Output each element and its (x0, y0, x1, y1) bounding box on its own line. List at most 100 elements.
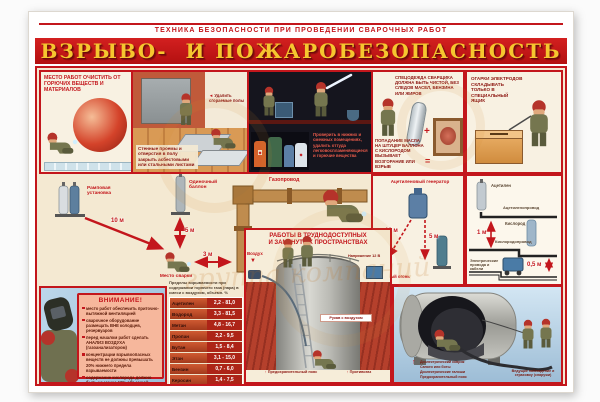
attention-title: ВНИМАНИЕ! (98, 297, 143, 304)
flammable-diamond-icon: ◆ (299, 152, 303, 157)
floor-label: ◄ Удалить сгораемые полы (209, 93, 245, 103)
chest-slot-graphic (490, 133, 508, 135)
panel-clean-clothes: СПЕЦОДЕЖДА СВАРЩИКА ДОЛЖНА БЫТЬ ЧИСТОЙ, … (371, 70, 465, 174)
acetylene-pipe-label: Ацетиленопровод (503, 205, 540, 210)
poster-title: ВЗРЫВО- И ПОЖАРОБЕЗОПАСНОСТЬ (40, 39, 562, 63)
air-blower-graphic (248, 270, 261, 279)
gas-name-cell: Метан (170, 320, 207, 330)
fuel-sphere-graphic (73, 98, 127, 152)
bullet-icon (82, 335, 85, 339)
limits-range-cell: 2,2 - 81,0 (207, 298, 242, 308)
canister: ◆ (295, 143, 307, 167)
attention-list: место работ обеспечить приточно-вытяжной… (82, 306, 159, 382)
voltage-label: Напряжение 12 В (348, 254, 381, 258)
arrow-left-icon: ◄ (209, 93, 214, 98)
poster-paper: ТЕХНИКА БЕЗОПАСНОСТИ ПРИ ПРОВЕДЕНИИ СВАР… (28, 11, 574, 393)
gas-name-cell: Этан (170, 353, 207, 363)
attention-item: содержание кислорода должно быть не мене… (82, 375, 159, 382)
equipment-item: Предохранительный пояс (420, 374, 467, 379)
acetylene-label: Ацетилен (491, 183, 511, 188)
arrow-up-icon: ↑ (346, 370, 349, 374)
rooms-caption: Проверить в нижних и смежных помещениях,… (313, 132, 368, 159)
oily-hand-graphic (440, 127, 456, 145)
confined-title: РАБОТЫ В ТРУДНОДОСТУПНЫХ И ЗАМКНУТЫХ ПРО… (268, 233, 368, 247)
welding-screen-graphic (275, 102, 293, 118)
bullet-icon (82, 318, 85, 321)
oil-caption: ПОПАДАНИЕ МАСЛА НА ШТУЦЕР БАЛЛОНА С КИСЛ… (375, 137, 424, 169)
hose-label: Рукав с воздухом (320, 314, 372, 322)
single-cylinder-label: Одиночный баллон (189, 180, 218, 191)
air-hose-graphic (261, 275, 307, 347)
attention-item: место работ обеспечить приточно-вытяжной… (82, 306, 159, 317)
bullet-icon (82, 353, 85, 356)
cables-gap-distance: 0,5 м (527, 262, 542, 268)
canister: ◆ (254, 141, 266, 167)
open-fire-label: Открытый огонь (375, 274, 410, 279)
panel-floor-openings: ◄ Удалить сгораемые полы Стенные проемы … (131, 70, 249, 174)
single-cylinder-distance: 5 м (185, 228, 195, 234)
poster-content: МЕСТО РАБОТ ОЧИСТИТЬ ОТ ГОРЮЧИХ ВЕЩЕСТВ … (35, 66, 567, 386)
panel-attention: ВНИМАНИЕ! место работ обеспечить приточн… (39, 286, 167, 384)
equipment-item: Диэлектрические галоши (420, 369, 466, 374)
cables-label: Электрические провода и кабели (470, 259, 499, 272)
oxygen-label: Кислород (505, 221, 526, 226)
pipes-gap-distance: 1 м (477, 230, 487, 236)
electrode-stub-icon (508, 115, 532, 131)
ramp-label: Рамповая установка (87, 186, 112, 197)
limits-range-cell: 3,3 - 81,5 (207, 309, 242, 319)
generator-label: Ацетиленовый генератор (390, 179, 450, 184)
limits-range-cell: 4,8 - 16,7 (207, 320, 242, 330)
gas-mask-label: ↑ Противогаз (346, 370, 372, 374)
arrow-down-icon: ▼ (250, 258, 256, 264)
worker-standing-icon (179, 93, 193, 125)
panel-adjacent-rooms: ◆ ◆ Проверить в нижних и смежных помещен… (247, 70, 373, 174)
oil-picture-frame (433, 118, 463, 156)
worker-bending-icon (211, 128, 236, 149)
cover-sheet-graphic (191, 150, 247, 166)
attention-item: перед началом работ сделать АНАЛИЗ ВОЗДУ… (82, 335, 159, 351)
plus-icon: + (424, 126, 430, 137)
panel-clear-workplace: МЕСТО РАБОТ ОЧИСТИТЬ ОТ ГОРЮЧИХ ВЕЩЕСТВ … (39, 70, 133, 174)
attention-item: концентрации взрывоопасных веществ не до… (82, 352, 159, 373)
observer-worker-icon (301, 235, 313, 267)
platform-graphic (249, 120, 371, 124)
air-label: Воздух (247, 251, 263, 256)
torch-flame-icon (325, 73, 353, 90)
bucket-graphic (347, 110, 359, 121)
limits-table-header: Пределы взрываемости при содержании горю… (169, 280, 239, 295)
limits-range-cell: 1,4 - 7,5 (207, 375, 242, 384)
arrow-up-icon: ↑ (264, 370, 267, 374)
arrow-up-icon: ↑ (412, 359, 416, 366)
transformer-graphic (366, 266, 383, 279)
limits-range-cell: 3,1 - 15,0 (207, 353, 242, 363)
panel-electrode-box: ОГАРКИ ЭЛЕКТРОДОВ СКЛАДЫВАТЬ ТОЛЬКО В СП… (465, 70, 563, 174)
weld-site-distance: 3 м (203, 252, 213, 258)
electrodes-caption: ОГАРКИ ЭЛЕКТРОДОВ СКЛАДЫВАТЬ ТОЛЬКО В СП… (471, 76, 523, 104)
welder-portrait-icon (41, 297, 79, 382)
gas-name-cell: Водород (170, 309, 207, 319)
gas-name-cell: Ацетилен (170, 298, 207, 308)
welder-kneeling-icon (47, 132, 78, 154)
gas-name-cell: Бутан (170, 342, 207, 352)
poster-header: ТЕХНИКА БЕЗОПАСНОСТИ ПРИ ПРОВЕДЕНИИ СВАР… (154, 27, 448, 34)
observers-caption: Ведущие наблюдение и страховку (снаружи) (511, 369, 555, 378)
title-banner: ВЗРЫВО- И ПОЖАРОБЕЗОПАСНОСТЬ (35, 38, 567, 64)
bullet-icon (82, 375, 85, 378)
canister (268, 137, 282, 167)
ground-wall-graphic (360, 282, 390, 370)
gas-name-cell: Бензин (170, 364, 207, 374)
canister (284, 145, 294, 167)
gas-name-cell: Пропан (170, 331, 207, 341)
gas-pipeline-label: Газопровод (269, 177, 300, 183)
